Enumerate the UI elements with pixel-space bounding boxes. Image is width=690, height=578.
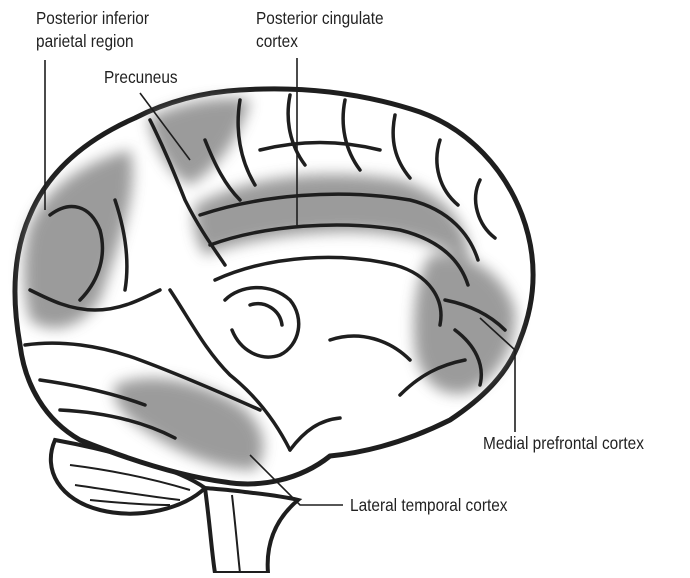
label-posterior-inferior-parietal: Posterior inferior parietal region bbox=[36, 7, 149, 53]
label-lateral-temporal: Lateral temporal cortex bbox=[350, 494, 508, 517]
label-posterior-cingulate-line1: Posterior cingulate bbox=[256, 7, 384, 30]
label-medial-prefrontal: Medial prefrontal cortex bbox=[483, 432, 644, 455]
label-posterior-cingulate-line2: cortex bbox=[256, 30, 384, 53]
label-posterior-inferior-parietal-line2: parietal region bbox=[36, 30, 149, 53]
brain-stem bbox=[205, 488, 298, 573]
label-posterior-cingulate: Posterior cingulate cortex bbox=[256, 7, 384, 53]
label-posterior-inferior-parietal-line1: Posterior inferior bbox=[36, 7, 149, 30]
label-precuneus: Precuneus bbox=[104, 66, 178, 89]
